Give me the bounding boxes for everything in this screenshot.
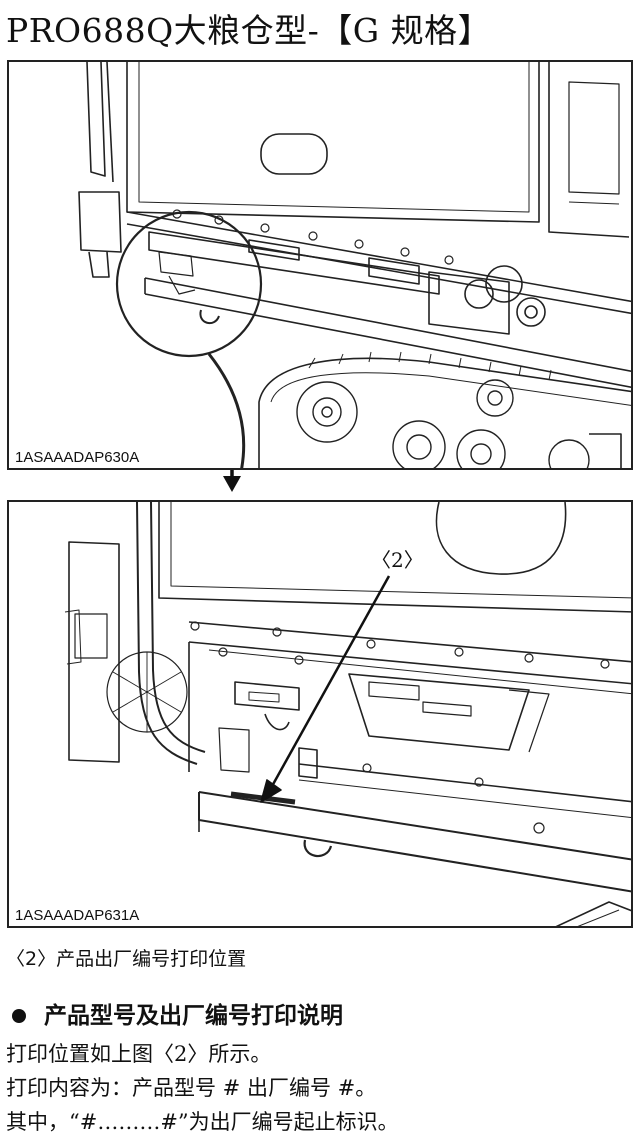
paragraph: 其中，“#………#”为出厂编号起止标识。 bbox=[6, 1110, 399, 1134]
figure-code: 1ASAAADAP630A bbox=[13, 449, 142, 466]
machine-overview-drawing bbox=[78, 62, 631, 468]
bullet-icon bbox=[12, 1008, 26, 1023]
detail-figure: 〈2〉 1ASAAADAP631A bbox=[7, 500, 633, 928]
paragraph: 打印内容为：产品型号 # 出厂编号 #。 bbox=[6, 1076, 377, 1100]
magnify-arrow bbox=[223, 470, 241, 492]
page-title: PRO688Q大粮仓型-【G 规格】 bbox=[6, 11, 492, 50]
section-heading: 产品型号及出厂编号打印说明 bbox=[6, 996, 343, 1030]
overview-figure: 1ASAAADAP630A bbox=[7, 60, 633, 470]
figure-code: 1ASAAADAP631A bbox=[13, 907, 142, 924]
callout-label: 〈2〉 bbox=[371, 548, 424, 572]
section-heading-text: 产品型号及出厂编号打印说明 bbox=[44, 1003, 343, 1029]
machine-detail-drawing bbox=[64, 502, 631, 926]
paragraph: 打印位置如上图〈2〉所示。 bbox=[6, 1042, 272, 1066]
figure-caption: 〈2〉产品出厂编号打印位置 bbox=[6, 948, 247, 970]
